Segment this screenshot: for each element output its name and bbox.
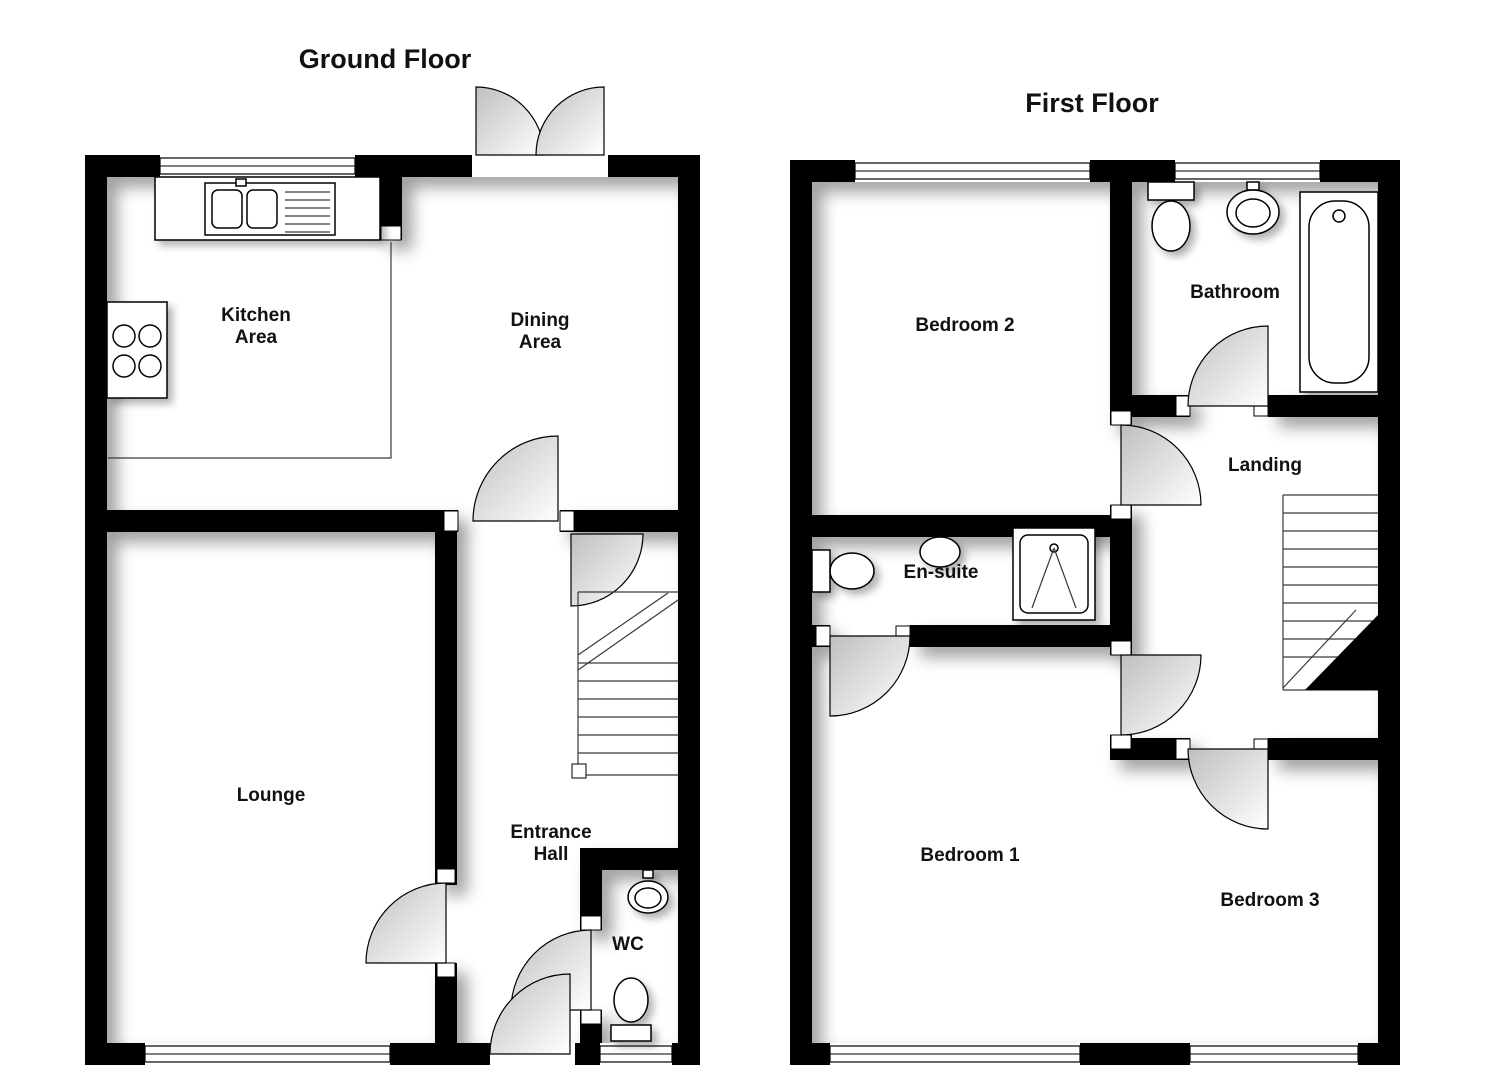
- room-label-ensuite: En-suite: [904, 562, 979, 583]
- french-door-right-swing: [535, 86, 605, 156]
- door-post: [580, 915, 602, 931]
- ground-floor-title: Ground Floor: [299, 44, 472, 74]
- first-floor-title: First Floor: [1025, 88, 1159, 118]
- room-label-entrance-hall: Entrance Hall: [510, 822, 591, 865]
- door-post: [443, 510, 459, 532]
- room-label-bedroom3: Bedroom 3: [1220, 890, 1319, 911]
- first-floor-plan: First Floor: [790, 88, 1400, 1065]
- french-door-opening: [472, 155, 608, 177]
- wall-segment: [435, 532, 457, 885]
- wall-segment: [380, 177, 402, 240]
- wall-segment: [560, 510, 678, 532]
- dining-label-line1: Dining: [510, 310, 569, 331]
- kitchen-label-line1: Kitchen: [221, 305, 291, 326]
- french-door-left-swing: [475, 86, 545, 156]
- door-post: [436, 868, 456, 884]
- lounge-door-swing: [365, 882, 447, 964]
- room-label-wc: WC: [612, 934, 644, 955]
- wall-segment: [1110, 505, 1132, 655]
- wall-segment: [580, 848, 678, 870]
- entrance-hall-label-line2: Hall: [534, 844, 569, 865]
- bedroom1-window: [829, 1043, 1081, 1065]
- bedroom3-window: [1189, 1043, 1359, 1065]
- wc-toilet: [610, 977, 652, 1042]
- wall-segment: [678, 155, 700, 1065]
- door-post: [1110, 640, 1132, 656]
- wall-segment: [580, 870, 602, 930]
- bathroom-basin: [1226, 181, 1280, 235]
- bathroom-door-swing: [1187, 325, 1269, 407]
- wall-segment: [910, 625, 1110, 647]
- ensuite-basin: [919, 536, 961, 568]
- bathroom-window: [1174, 160, 1321, 182]
- door-post: [380, 225, 402, 241]
- kitchen-window: [159, 155, 356, 177]
- wall-segment: [1110, 182, 1132, 425]
- wall-segment: [85, 155, 107, 1065]
- room-label-lounge: Lounge: [237, 785, 306, 806]
- wall-segment: [107, 510, 458, 532]
- entrance-hall-label-line1: Entrance: [510, 822, 591, 843]
- ensuite-toilet: [811, 549, 875, 593]
- bathtub: [1299, 191, 1379, 393]
- room-label-bathroom: Bathroom: [1190, 282, 1280, 303]
- wall-segment: [1268, 395, 1378, 417]
- door-post: [1110, 410, 1132, 426]
- bathroom-toilet: [1147, 181, 1195, 252]
- dining-hall-door-swing: [472, 435, 559, 522]
- room-label-dining: Dining Area: [510, 310, 569, 353]
- wall-segment: [1268, 738, 1378, 760]
- wc-basin: [627, 869, 669, 914]
- door-post: [1110, 504, 1132, 520]
- wall-segment: [435, 963, 457, 1043]
- door-post: [559, 510, 575, 532]
- door-post: [815, 625, 831, 647]
- wall-segment: [790, 160, 812, 1065]
- door-post: [1110, 734, 1132, 750]
- room-label-landing: Landing: [1228, 455, 1302, 476]
- dining-label-line2: Area: [519, 332, 562, 353]
- door-post: [436, 962, 456, 978]
- first-stairs: [1282, 494, 1378, 691]
- door-post: [580, 1009, 602, 1025]
- bedroom1-door-swing: [1120, 654, 1202, 736]
- bedroom3-door-swing: [1187, 748, 1269, 830]
- ground-floor-plan: Ground Floor: [85, 44, 700, 1065]
- kitchen-label-line2: Area: [235, 327, 278, 348]
- shower: [1012, 527, 1096, 621]
- kitchen-sink: [154, 176, 381, 241]
- ensuite-door-swing: [829, 635, 911, 717]
- front-door-swing: [489, 973, 571, 1055]
- room-label-kitchen: Kitchen Area: [221, 305, 291, 348]
- ground-stairs: [571, 591, 679, 779]
- wc-window: [599, 1043, 673, 1065]
- room-label-bedroom2: Bedroom 2: [915, 315, 1014, 336]
- lounge-window: [144, 1043, 391, 1065]
- bedroom2-window: [854, 160, 1091, 182]
- wall-segment: [1378, 160, 1400, 1065]
- room-label-bedroom1: Bedroom 1: [920, 845, 1020, 866]
- kitchen-counter-edge: [108, 242, 392, 459]
- hob: [106, 301, 168, 399]
- bedroom2-door-swing: [1120, 424, 1202, 506]
- hall-cupboard-door-swing: [570, 533, 644, 607]
